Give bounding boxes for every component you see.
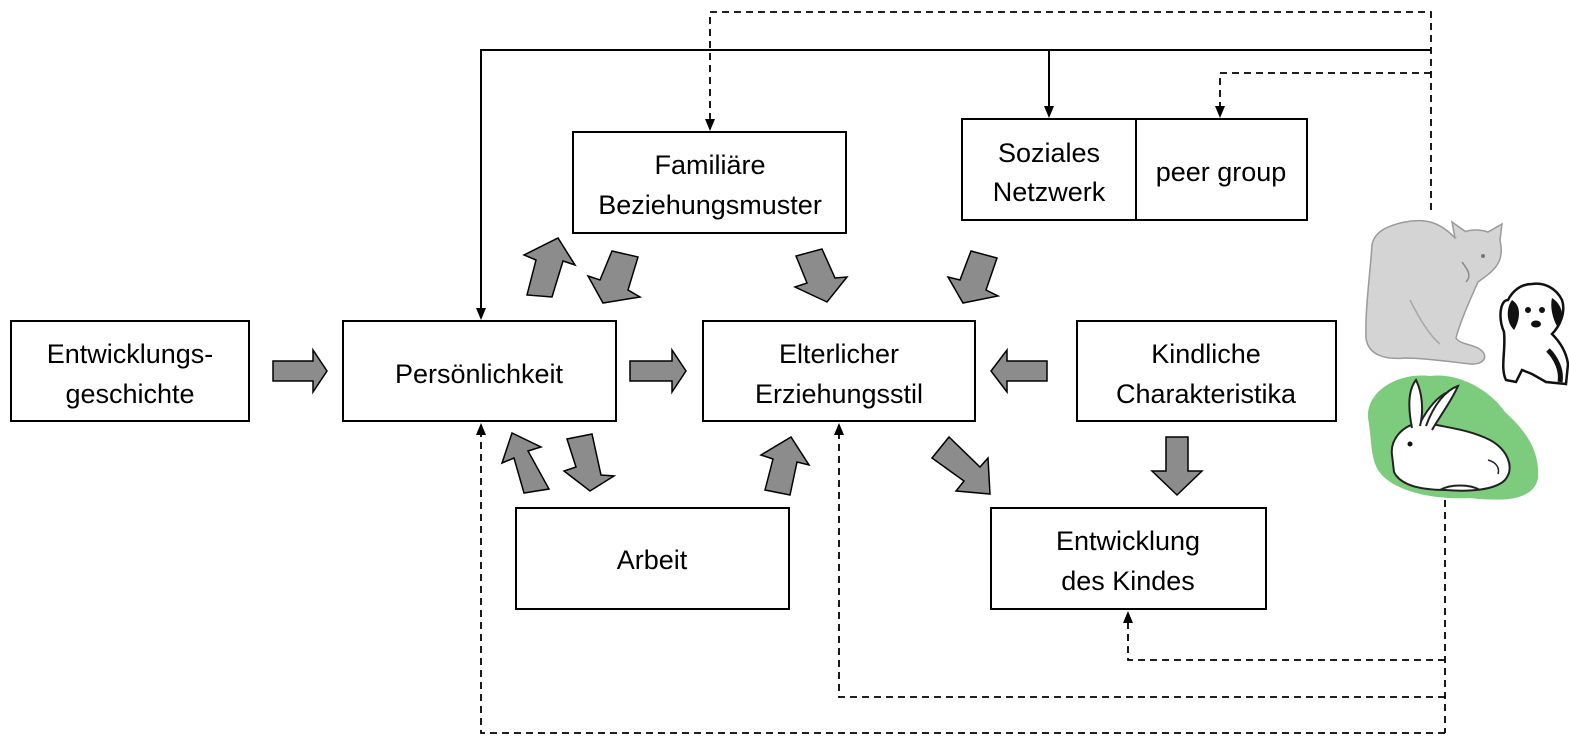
arrow-soziales-to-elterlicher [946,250,1001,304]
arrow-arbeit-to-persoenlichkeit [500,431,551,494]
dashed-line-to-elterlicher [838,434,1445,698]
dashed-arrowhead-elterlicher [834,423,844,435]
dashed-arrowhead-persoenlichkeit [476,423,486,435]
dashed-line-to-persoenlichkeit [480,434,1445,734]
box-entwicklungsgeschichte-line2: geschichte [65,379,194,409]
arrow-persoenlichkeit-to-familiaere [522,237,577,298]
dashed-line-to-familiaere [709,11,1432,210]
box-persoenlichkeit-label: Persönlichkeit [395,359,564,389]
dashed-line-to-entwicklung [1127,622,1445,661]
arrow-elterlicher-to-entwicklung [930,435,991,495]
box-peer-group: peer group [1135,118,1308,221]
box-arbeit: Arbeit [515,507,790,610]
box-entwicklungsgeschichte-line1: Entwicklungs- [47,339,214,369]
arrow-persoenlichkeit-to-arbeit [562,433,617,492]
dashed-arrowhead-peer [1215,106,1225,118]
box-familiaere-line2: Beziehungsmuster [598,190,822,220]
box-peer-label: peer group [1156,157,1287,187]
box-arbeit-label: Arbeit [617,545,688,575]
box-soziales-line1: Soziales [998,138,1100,168]
box-familiaere-line1: Familiäre [654,150,765,180]
box-entwicklung-des-kindes: Entwicklung des Kindes [990,507,1267,610]
arrow-kindliche-to-elterlicher [990,347,1048,395]
dog-icon [1499,282,1569,386]
cat-icon [1365,219,1503,365]
box-kindliche-line2: Charakteristika [1116,379,1297,409]
solid-arrowhead-persoenlichkeit [476,308,486,320]
box-kindliche-charakteristika: Kindliche Charakteristika [1076,320,1337,422]
solid-arrowhead-soziales [1044,106,1054,118]
box-entwicklung-kind-line2: des Kindes [1061,566,1195,596]
arrow-familiaere-to-elterlicher [792,248,849,303]
arrow-entwicklung-to-persoenlichkeit [272,347,328,395]
box-entwicklung-kind-line1: Entwicklung [1056,526,1200,556]
block-arrows [272,237,1204,497]
solid-line-to-persoenlichkeit [480,49,1431,310]
dashed-line-to-peer [1219,72,1431,107]
dashed-arrowhead-familiaere [705,119,715,131]
box-persoenlichkeit: Persönlichkeit [342,320,617,422]
box-familiaere-beziehungsmuster: Familiäre Beziehungsmuster [572,131,847,234]
solid-feedback-lines [476,49,1431,320]
dashed-feedback-lines [476,11,1446,734]
arrow-kindliche-to-entwicklung [1150,436,1204,497]
arrow-arbeit-to-elterlicher [759,435,811,496]
box-soziales-netzwerk: Soziales Netzwerk [961,118,1137,221]
dashed-arrowhead-entwicklung [1123,611,1133,623]
box-soziales-line2: Netzwerk [993,177,1106,207]
box-elterlicher-line2: Erziehungsstil [755,379,923,409]
arrow-familiaere-to-persoenlichkeit [586,250,643,304]
arrow-persoenlichkeit-to-elterlicher [629,347,687,395]
box-elterlicher-erziehungsstil: Elterlicher Erziehungsstil [702,320,976,422]
rabbit-icon [1367,375,1539,500]
box-entwicklungsgeschichte: Entwicklungs- geschichte [10,320,250,422]
box-elterlicher-line1: Elterlicher [779,339,899,369]
box-kindliche-line1: Kindliche [1151,339,1261,369]
